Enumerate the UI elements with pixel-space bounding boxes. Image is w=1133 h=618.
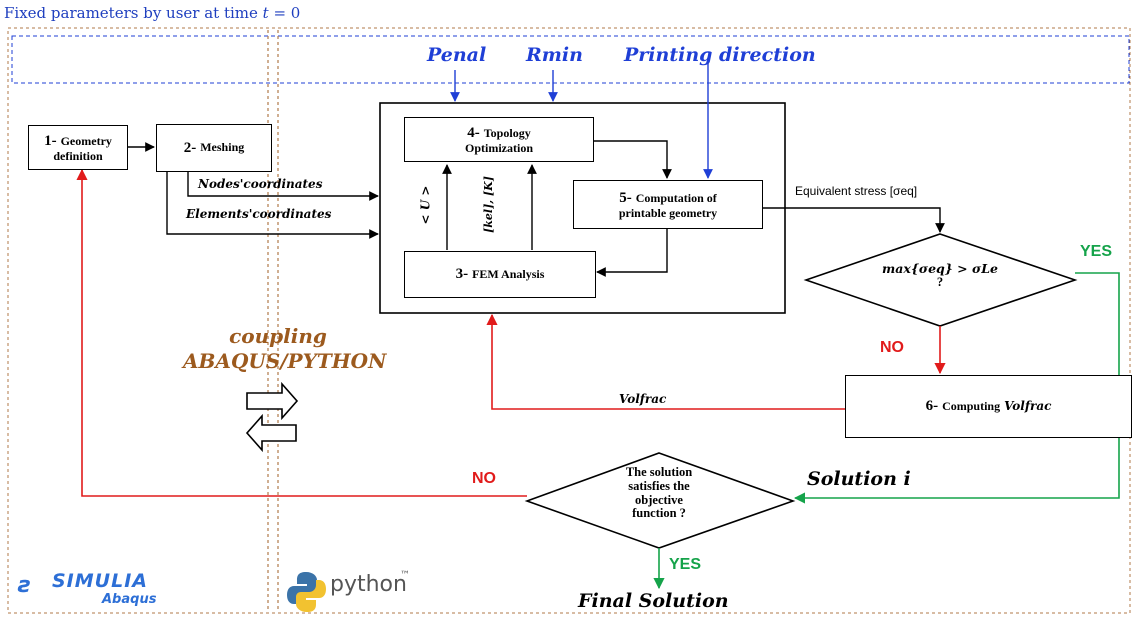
box-volfrac-number: 6- bbox=[925, 398, 939, 415]
box-topology-label-b: Optimization bbox=[465, 140, 533, 155]
python-logo-icon bbox=[287, 572, 326, 612]
label-volfrac-feedback: Volfrac bbox=[619, 392, 667, 406]
box-fem-number: 3- bbox=[455, 266, 469, 283]
header-fixed-parameters: Fixed parameters by user at time t = 0 bbox=[4, 4, 300, 22]
box-geometry-label-b: definition bbox=[53, 148, 103, 163]
box-volfrac-variable: Volfrac bbox=[1004, 398, 1052, 413]
label-nodes-coordinates: Nodes'coordinates bbox=[198, 177, 323, 191]
box-printable-geometry: 5- Computation of printable geometry bbox=[573, 180, 763, 229]
box-fem-analysis: 3- FEM Analysis bbox=[404, 251, 596, 298]
box-geometry-label-a: Geometry bbox=[60, 134, 112, 149]
box-topology-optimization: 4- Topology Optimization bbox=[404, 117, 594, 162]
simulia-logo-icon: ƨ bbox=[17, 573, 31, 598]
arrow-printable-to-fem bbox=[596, 229, 668, 277]
label-u-vector: < U > bbox=[418, 185, 433, 225]
branch-no-middle: NO bbox=[880, 339, 904, 356]
box-meshing: 2- Meshing bbox=[156, 124, 272, 172]
svg-text:ƨ: ƨ bbox=[17, 573, 31, 598]
block-arrow-left-icon bbox=[245, 413, 297, 453]
branch-yes-top: YES bbox=[1080, 243, 1113, 260]
arrow-nodes bbox=[187, 172, 379, 201]
objective-check-line1: The solution bbox=[625, 465, 693, 479]
arrow-volfrac-feedback bbox=[486, 313, 845, 410]
label-solution-i: Solution i bbox=[807, 468, 911, 490]
box-printable-label-b: printable geometry bbox=[618, 205, 718, 220]
branch-no-left: NO bbox=[472, 470, 496, 487]
box-meshing-number: 2- bbox=[183, 139, 197, 156]
coupling-line2: ABAQUS/PYTHON bbox=[183, 349, 387, 373]
label-elements-coordinates: Elements'coordinates bbox=[186, 207, 332, 221]
coupling-line1: coupling bbox=[229, 324, 327, 348]
branch-yes-bottom: YES bbox=[669, 556, 702, 573]
box-printable-number: 5- bbox=[619, 190, 632, 207]
header-time-value: = 0 bbox=[268, 4, 301, 22]
box-geometry-definition: 1- Geometry definition bbox=[28, 125, 128, 170]
box-computing-volfrac: 6- Computing Volfrac bbox=[845, 375, 1132, 438]
block-arrow-right-icon bbox=[246, 381, 299, 421]
blue-dashed-band bbox=[11, 35, 1130, 84]
arrow-printable-to-stress-check bbox=[762, 207, 945, 233]
box-printable-label-a: Computation of bbox=[635, 191, 717, 206]
abaqus-wordmark: Abaqus bbox=[102, 592, 157, 607]
objective-check-line3: objective bbox=[635, 492, 683, 507]
objective-check-text: The solution satisfies the objective fun… bbox=[585, 465, 733, 521]
objective-check-line2: satisfies the bbox=[628, 478, 690, 493]
param-penal: Penal bbox=[427, 44, 487, 66]
stress-check-text: max{σeq} > σLe ? bbox=[845, 262, 1035, 290]
arrow-elements bbox=[166, 172, 379, 239]
stress-check-line1: max{σeq} > σLe bbox=[882, 261, 998, 276]
python-wordmark: python bbox=[330, 572, 407, 597]
box-volfrac-label: Computing bbox=[942, 398, 1001, 413]
box-geometry-number: 1- bbox=[44, 133, 57, 150]
header-time-variable: t bbox=[262, 4, 269, 22]
arrow-no-to-geometry bbox=[76, 168, 527, 497]
param-rmin: Rmin bbox=[526, 44, 583, 66]
label-final-solution: Final Solution bbox=[578, 590, 729, 612]
box-topology-number: 4- bbox=[467, 125, 480, 142]
param-printing-direction: Printing direction bbox=[624, 44, 816, 66]
stress-check-line2: ? bbox=[936, 274, 944, 289]
label-equivalent-stress: Equivalent stress [σeq] bbox=[795, 184, 918, 198]
box-meshing-label: Meshing bbox=[200, 140, 245, 155]
coupling-caption: coupling ABAQUS/PYTHON bbox=[183, 324, 387, 374]
box-fem-label: FEM Analysis bbox=[472, 266, 545, 281]
header-text: Fixed parameters by user at time bbox=[4, 4, 263, 22]
objective-check-line4: function ? bbox=[632, 506, 686, 521]
box-topology-label-a: Topology bbox=[483, 126, 531, 141]
arrow-topology-to-printable bbox=[594, 140, 672, 179]
label-k-matrices: [kel], [K] bbox=[481, 176, 495, 233]
simulia-wordmark: SIMULIA bbox=[52, 570, 148, 592]
outer-dashed-frame bbox=[7, 27, 1131, 614]
python-trademark: ™ bbox=[400, 570, 410, 581]
